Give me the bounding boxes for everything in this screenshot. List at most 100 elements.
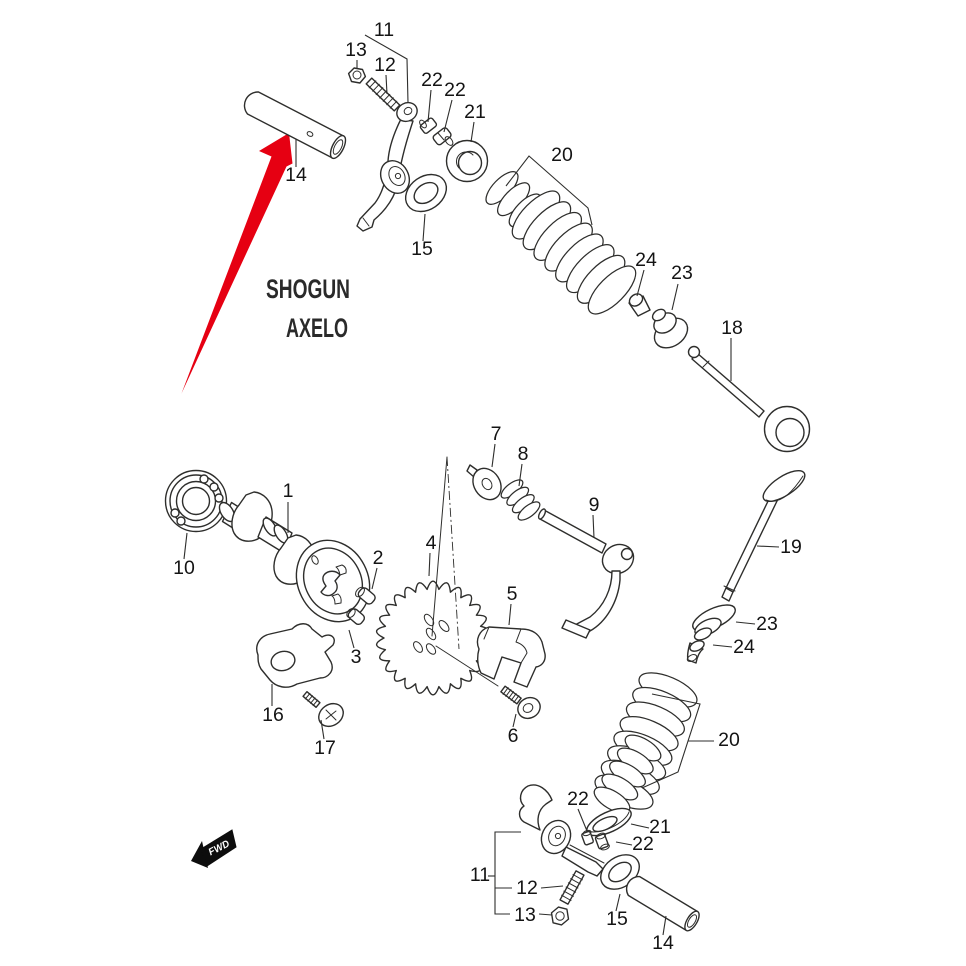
- part-keeper-pins-bottom: [581, 829, 610, 851]
- part-chain-guide: [476, 626, 546, 688]
- watermark-line2: AXELO: [286, 313, 348, 343]
- part-bearing: [164, 469, 228, 533]
- part-dowel-pin-2: [355, 586, 376, 605]
- callout-labels: 11 13 12 22 22 21 14 15 20 24 23 18 10 1…: [173, 19, 802, 954]
- callout-11-bottom: 11: [470, 864, 490, 886]
- part-decomp-spring: [500, 479, 541, 521]
- part-camshaft: [218, 491, 371, 623]
- callout-22-top-a: 22: [421, 69, 443, 91]
- part-sprocket-bolt: [500, 685, 541, 720]
- part-adjuster-screw-top: [365, 77, 401, 112]
- callout-14-bottom: 14: [652, 932, 674, 954]
- callout-5: 5: [507, 583, 518, 605]
- part-valve-exhaust: [687, 345, 811, 453]
- callout-3: 3: [351, 646, 362, 668]
- callout-22-bottom-b: 22: [632, 833, 654, 855]
- fwd-arrow-tail: [200, 829, 237, 867]
- part-locknut-bottom: [550, 906, 570, 926]
- callout-20-bottom: 20: [718, 729, 740, 751]
- watermark-line1: SHOGUN: [266, 274, 350, 304]
- part-rocker-shaft-top: [243, 91, 347, 160]
- fwd-direction-arrow: FWD: [191, 829, 237, 868]
- part-dowel-pin-3: [346, 608, 366, 626]
- thread-line: [565, 886, 577, 893]
- part-spring-retainer-top: [651, 308, 689, 349]
- thread-line: [310, 697, 316, 704]
- thread-line: [389, 100, 398, 109]
- callout-11-top: 11: [374, 19, 394, 41]
- highlight-arrow: [181, 133, 293, 394]
- part-valve-spring-outer-top: [511, 190, 637, 315]
- callout-22-bottom-a: 22: [567, 788, 589, 810]
- thread-line: [513, 695, 520, 703]
- callout-2: 2: [373, 547, 384, 569]
- screw-shank: [559, 870, 585, 905]
- callout-10: 10: [173, 557, 195, 579]
- callout-9: 9: [589, 494, 600, 516]
- thread-line: [502, 687, 509, 695]
- callout-14-top: 14: [285, 164, 307, 186]
- part-valve-collet-bottom: [686, 640, 705, 664]
- callout-21-bottom: 21: [649, 816, 671, 838]
- callout-6: 6: [508, 725, 519, 747]
- part-washer-top: [404, 173, 448, 213]
- thread-line: [382, 93, 391, 102]
- thread-line: [307, 695, 313, 702]
- callout-7: 7: [491, 423, 502, 445]
- part-locknut-top: [347, 67, 367, 84]
- thread-line: [508, 691, 514, 699]
- part-cam-stopper: [256, 623, 335, 688]
- part-decomp-shaft: [537, 508, 635, 639]
- callout-15-top: 15: [411, 238, 433, 260]
- part-valve-intake: [721, 469, 806, 602]
- callout-19: 19: [780, 536, 802, 558]
- thread-line: [561, 894, 572, 901]
- part-tab-washer: [466, 464, 502, 501]
- thread-line: [304, 693, 311, 700]
- part-spring-seat-top: [445, 139, 489, 183]
- callout-17: 17: [314, 737, 336, 759]
- callout-23-bottom: 23: [756, 613, 778, 635]
- callout-18: 18: [721, 317, 743, 339]
- callout-24-top: 24: [635, 249, 657, 271]
- part-rocker-shaft-bottom: [625, 875, 700, 932]
- callout-13-top: 13: [345, 39, 367, 61]
- part-rocker-arm-top: [356, 101, 418, 232]
- part-stopper-screw: [302, 691, 344, 728]
- thread-line: [563, 890, 574, 897]
- callout-12-top: 12: [374, 54, 396, 76]
- thread-line: [572, 874, 583, 881]
- leader-lines: [183, 34, 780, 936]
- callout-15-bottom: 15: [606, 908, 628, 930]
- thread-line: [379, 90, 387, 99]
- part-valve-collet-top: [628, 293, 651, 317]
- callout-20-top: 20: [551, 144, 573, 166]
- callout-24-bottom: 24: [733, 636, 755, 658]
- fwd-arrow-head: [191, 841, 208, 868]
- part-cam-sprocket: [375, 580, 491, 696]
- thread-line: [567, 882, 579, 889]
- callout-16: 16: [262, 704, 284, 726]
- callout-4: 4: [426, 532, 437, 554]
- screw-shank: [302, 691, 321, 708]
- thread-line: [375, 87, 384, 96]
- thread-line: [368, 80, 377, 89]
- thread-line: [505, 689, 512, 697]
- callout-8: 8: [518, 443, 529, 465]
- callout-13-bottom: 13: [514, 904, 536, 926]
- callout-1: 1: [283, 480, 294, 502]
- part-adjuster-screw-bottom: [559, 870, 585, 905]
- callout-22-top-b: 22: [444, 79, 466, 101]
- thread-line: [570, 878, 581, 885]
- thread-line: [386, 97, 394, 106]
- part-valve-spring-inner-bottom: [593, 734, 662, 814]
- part-keeper-pins-top: [419, 117, 454, 146]
- callout-12-bottom: 12: [516, 877, 538, 899]
- callout-21-top: 21: [464, 101, 486, 123]
- spring-coil: [587, 265, 637, 315]
- spring-coil: [517, 501, 541, 521]
- thread-line: [312, 699, 319, 706]
- callout-23-top: 23: [671, 262, 693, 284]
